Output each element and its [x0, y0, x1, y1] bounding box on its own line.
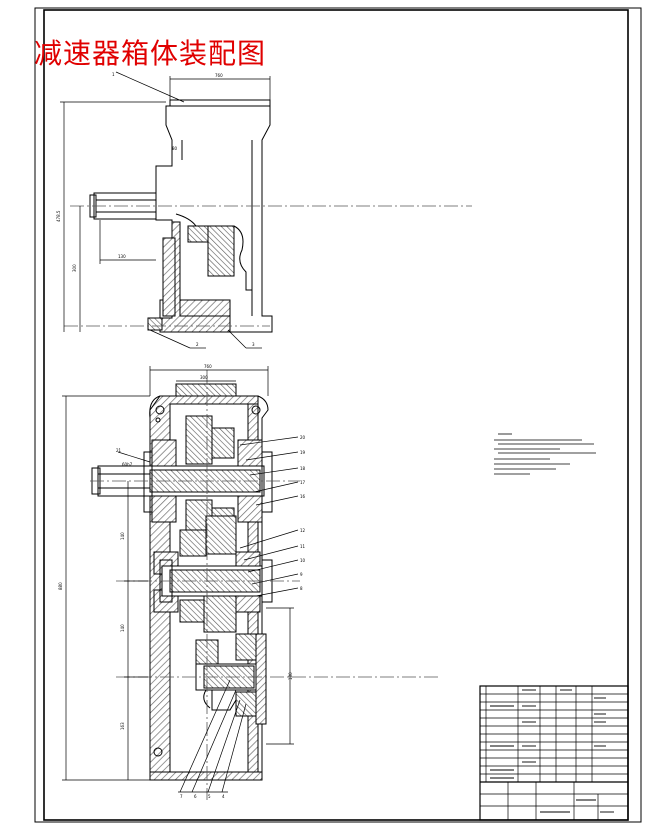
svg-text:180: 180 [288, 672, 293, 680]
svg-text:80: 80 [172, 146, 178, 151]
title-block [479, 685, 629, 821]
title-block-fill-marks [490, 689, 614, 813]
plan-view-centerlines [90, 370, 438, 800]
svg-text:20: 20 [300, 435, 306, 440]
svg-text:60h7: 60h7 [122, 462, 133, 467]
svg-text:12: 12 [300, 528, 306, 533]
svg-text:760: 760 [204, 364, 212, 369]
svg-text:18: 18 [300, 466, 306, 471]
svg-text:9: 9 [300, 572, 303, 577]
svg-text:11: 11 [300, 544, 306, 549]
side-view-dimensions [60, 71, 271, 349]
plan-view-dimensions [62, 366, 299, 793]
technical-notes [494, 433, 596, 475]
svg-text:7: 7 [180, 794, 183, 799]
side-view-centerlines [64, 205, 472, 327]
svg-text:478.5: 478.5 [56, 210, 61, 222]
sheet-border [34, 7, 642, 823]
svg-text:130: 130 [118, 254, 126, 259]
plan-view-dim-labels: 760 300 880 140 140 163 60h7 180 20 19 1… [58, 364, 306, 799]
svg-text:6: 6 [194, 794, 197, 799]
svg-text:1: 1 [112, 72, 115, 77]
svg-text:5: 5 [208, 794, 211, 799]
svg-text:163: 163 [120, 722, 125, 730]
svg-text:21: 21 [116, 448, 122, 453]
svg-text:2: 2 [196, 342, 199, 347]
svg-text:16: 16 [300, 494, 306, 499]
drawing-title: 减速器箱体装配图 [34, 37, 267, 70]
svg-text:19: 19 [300, 450, 306, 455]
svg-text:880: 880 [58, 582, 63, 590]
svg-text:300: 300 [200, 375, 208, 380]
svg-text:140: 140 [120, 624, 125, 632]
svg-text:140: 140 [120, 532, 125, 540]
svg-text:4: 4 [222, 794, 225, 799]
svg-text:8: 8 [300, 586, 303, 591]
plan-view [91, 383, 273, 781]
svg-text:300: 300 [72, 264, 77, 272]
svg-text:3: 3 [252, 342, 255, 347]
side-view [89, 99, 273, 333]
svg-text:17: 17 [300, 480, 306, 485]
svg-text:760: 760 [215, 73, 223, 78]
side-view-dim-labels: 760 478.5 300 130 1 2 3 80 [56, 72, 255, 347]
svg-text:10: 10 [300, 558, 306, 563]
